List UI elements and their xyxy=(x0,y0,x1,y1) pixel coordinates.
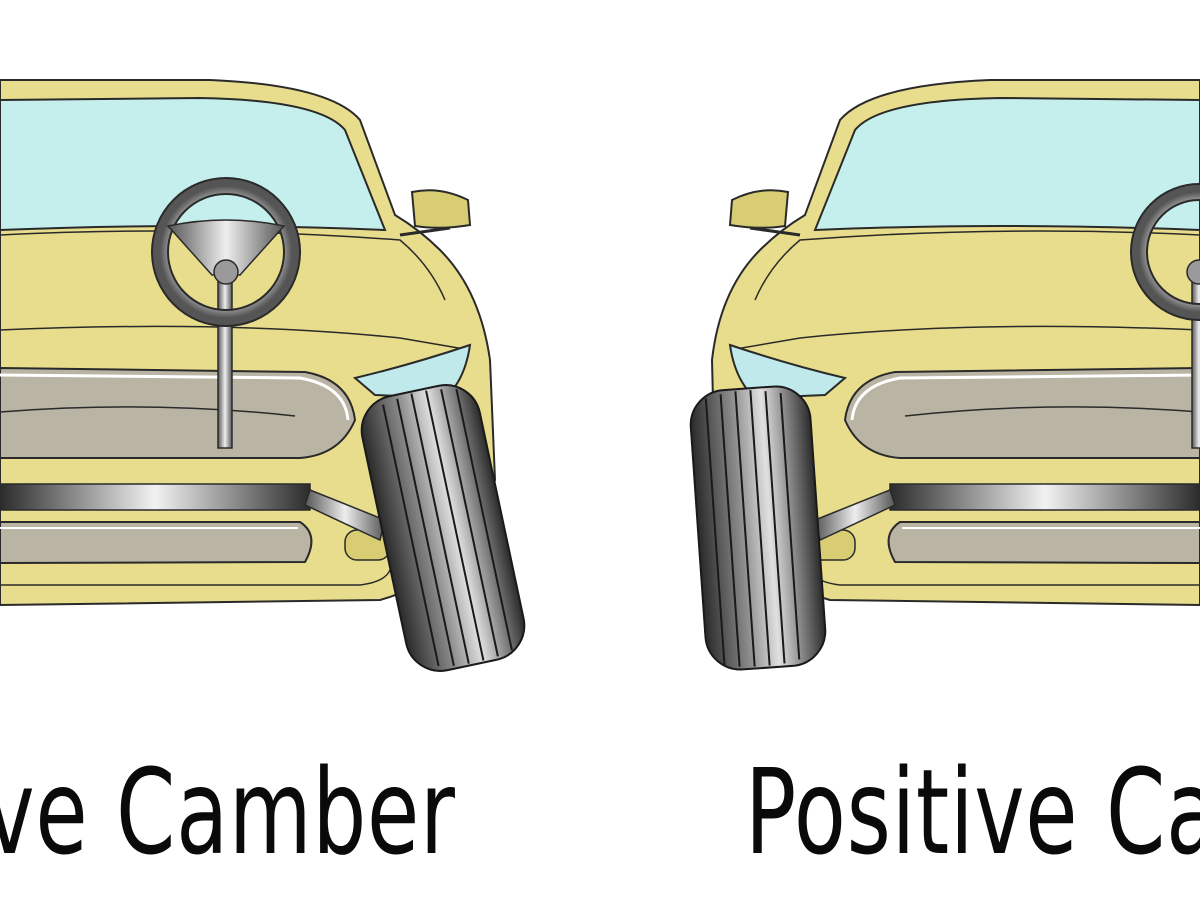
left-axle-bar xyxy=(0,483,311,511)
left-upper-grille xyxy=(0,366,357,459)
right-lower-grille xyxy=(887,521,1200,565)
right-axle-bar xyxy=(889,483,1200,511)
left-car xyxy=(0,79,526,672)
right-windshield xyxy=(813,96,1200,232)
positive-camber-caption: Positive Ca xyxy=(745,743,1200,881)
left-steering-column xyxy=(217,267,233,449)
left-lower-grille xyxy=(0,521,313,565)
tire-icon xyxy=(689,385,827,671)
tire-icon xyxy=(360,384,526,672)
steering-wheel-icon xyxy=(1130,183,1200,321)
left-side-mirror xyxy=(410,189,472,229)
negative-camber-caption: ive Camber xyxy=(0,743,456,881)
right-upper-grille xyxy=(843,366,1200,459)
right-side-mirror xyxy=(728,189,790,229)
steering-wheel-icon xyxy=(151,177,301,327)
right-car xyxy=(689,79,1200,671)
right-steering-column xyxy=(1191,267,1200,449)
left-windshield xyxy=(0,96,387,232)
